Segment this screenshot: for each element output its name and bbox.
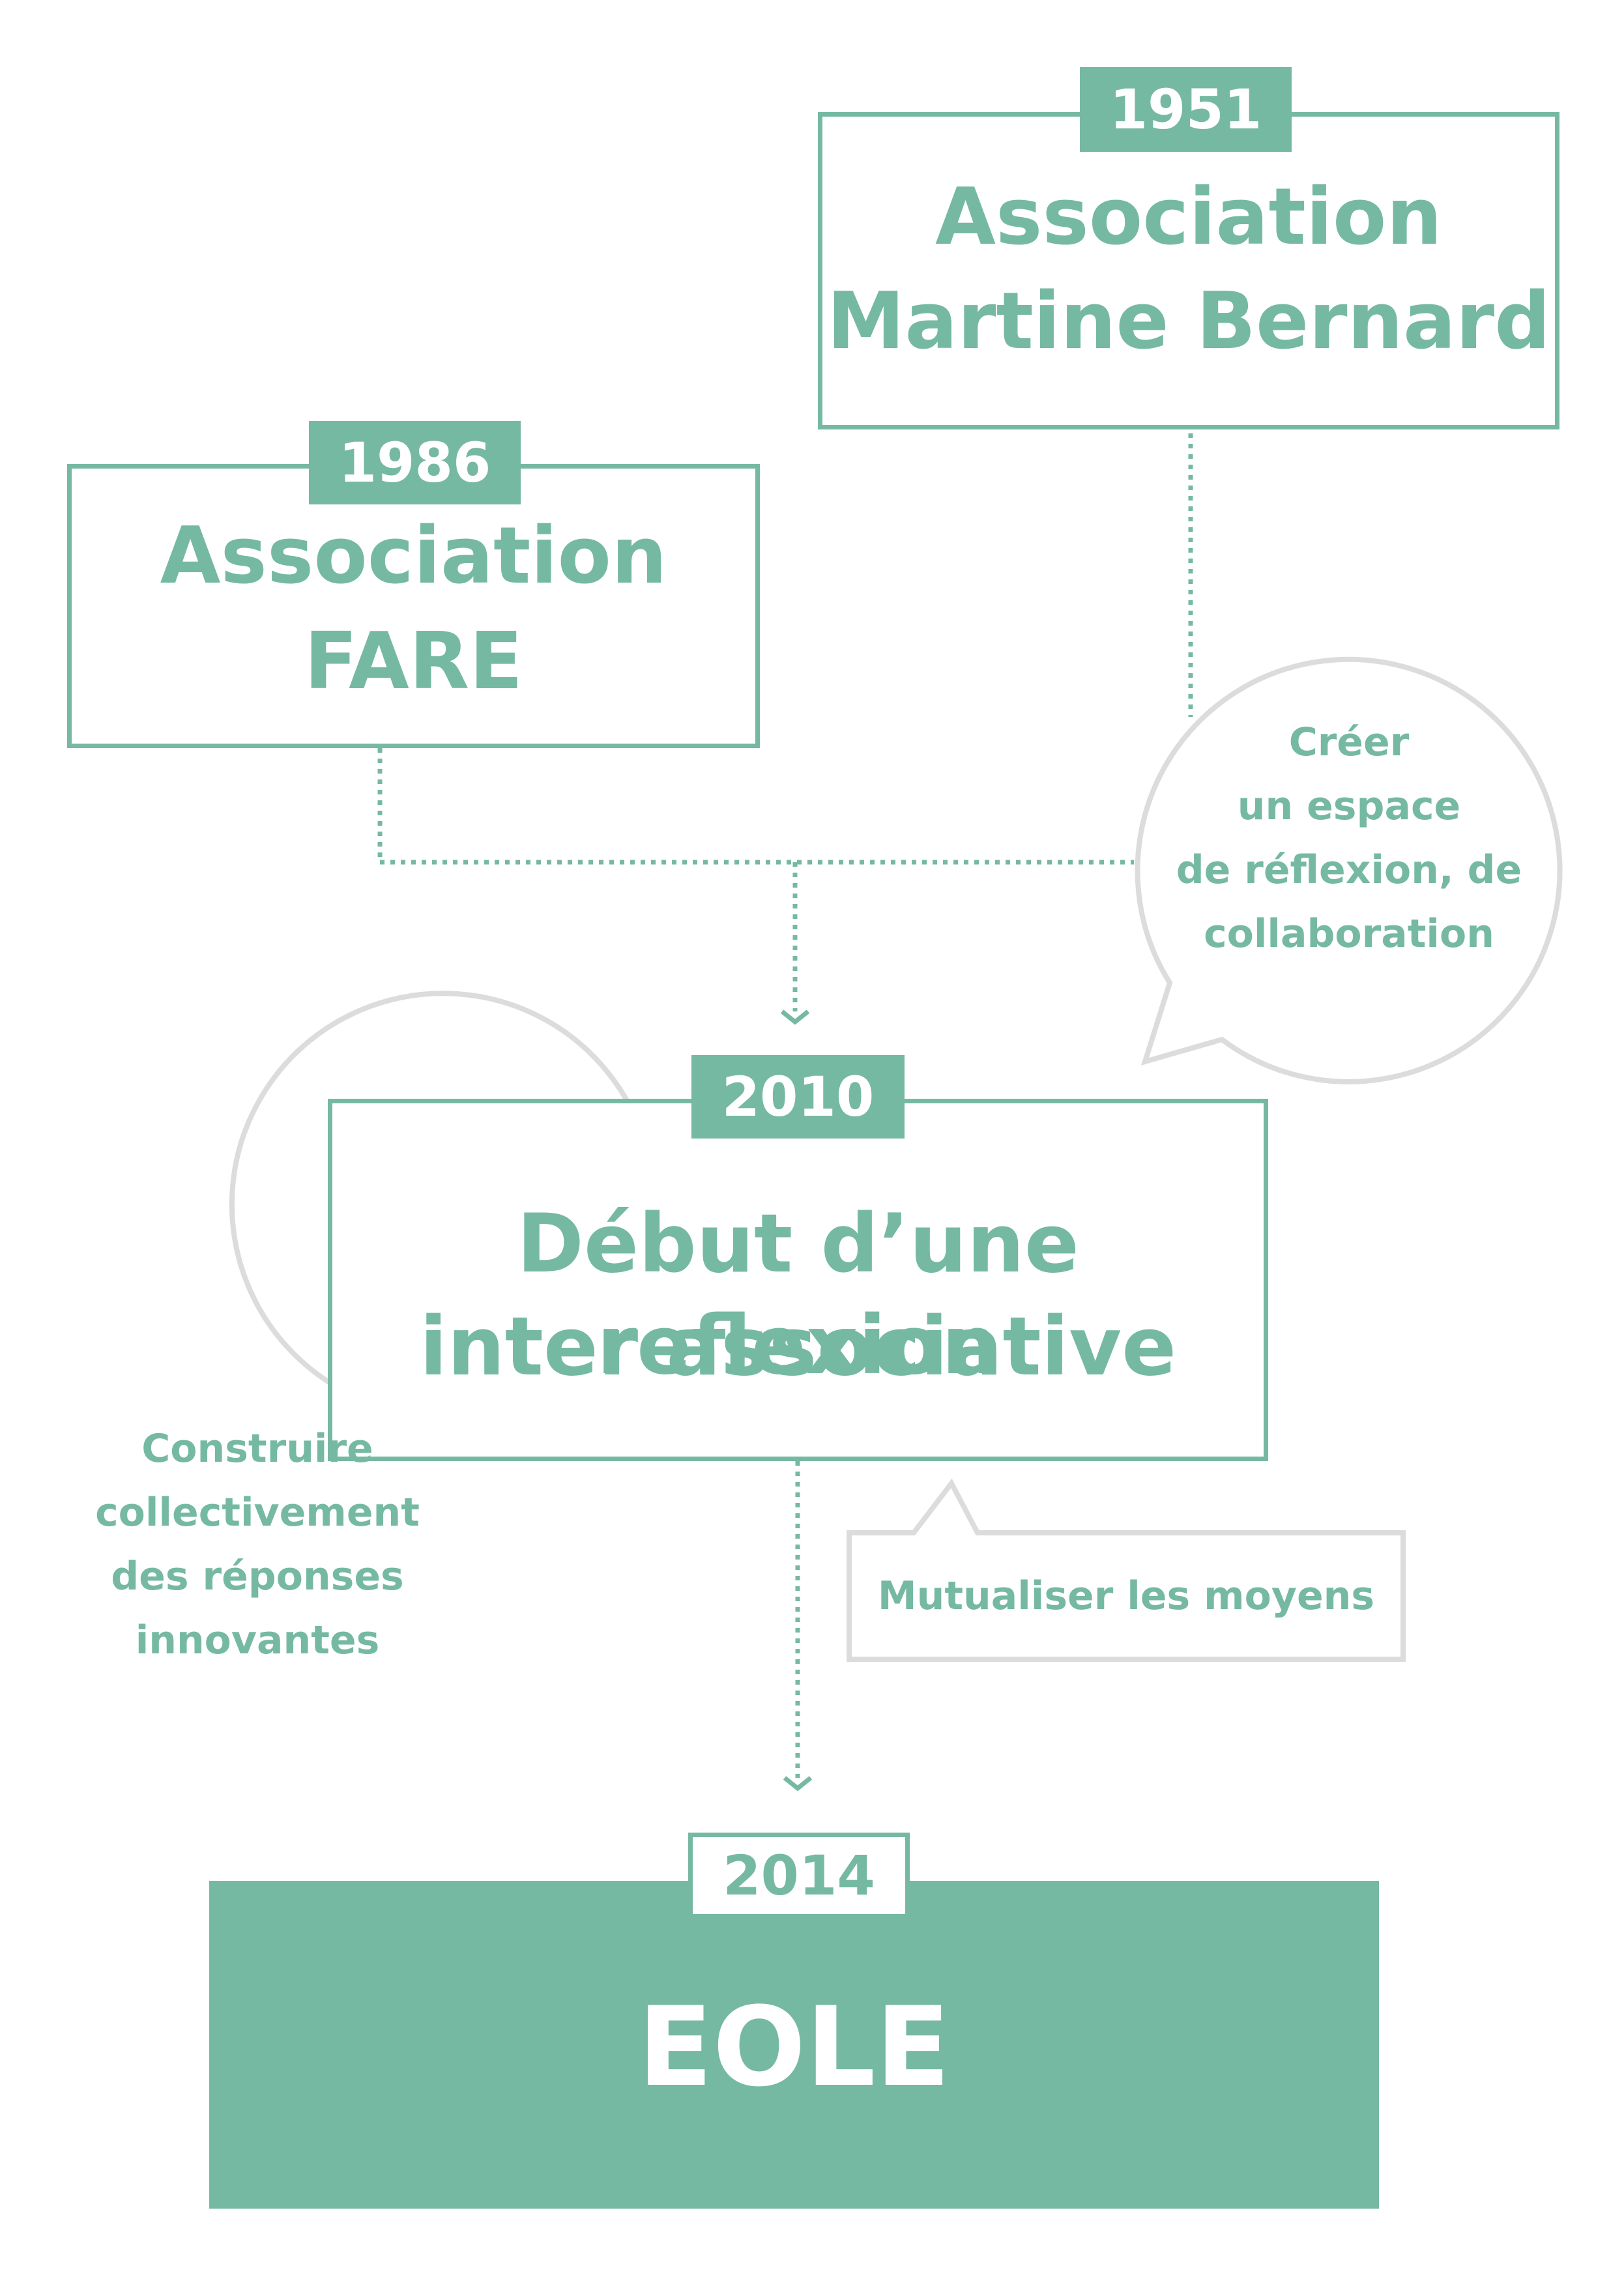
arrowhead-to-2010 <box>780 1009 810 1025</box>
node-reflexion: Début d’une reflexion inter associative <box>328 1099 1268 1461</box>
node-eole-title: EOLE <box>637 1983 951 2111</box>
year-badge-1986: 1986 <box>309 421 521 504</box>
bubble-creer-line4: collaboration <box>1204 911 1494 957</box>
node-martine-title-line1: Association <box>935 172 1442 263</box>
year-badge-2010: 2010 <box>691 1055 905 1139</box>
bubble-creer-line3: de réflexion, de <box>1176 847 1522 893</box>
node-eole: EOLE <box>209 1881 1379 2209</box>
bubble-construire-line4: innovantes <box>135 1618 380 1663</box>
bubble-creer: Créer un espace de réflexion, de collabo… <box>1134 710 1564 966</box>
node-fare-title-line1: Association <box>160 511 667 602</box>
bubble-mutualiser: Mutualiser les moyens <box>877 1573 1375 1619</box>
arrowhead-to-2014 <box>783 1776 813 1792</box>
node-reflexion-title-line2: inter associative <box>419 1300 1177 1394</box>
bubble-construire-line2: collectivement <box>95 1490 420 1535</box>
node-reflexion-title-line1: Début d’une reflexion <box>516 1197 1080 1393</box>
year-badge-2014: 2014 <box>688 1833 910 1919</box>
node-fare: Association FARE <box>67 464 760 748</box>
bubble-creer-shape <box>1135 656 1563 1084</box>
bubble-creer-line2: un espace <box>1237 783 1461 829</box>
bubble-creer-line1: Créer <box>1288 719 1410 765</box>
node-fare-title-line2: FARE <box>304 617 523 707</box>
node-martine-bernard: Association Martine Bernard <box>818 112 1559 429</box>
bubble-construire-line3: des réponses <box>111 1554 404 1599</box>
bubble-construire-line1: Construire <box>141 1426 373 1472</box>
node-martine-title-line2: Martine Bernard <box>826 276 1551 367</box>
bubble-mutualiser-shape <box>847 1478 1406 1662</box>
year-badge-1951: 1951 <box>1080 67 1292 152</box>
bubble-construire: Construire collectivement des réponses i… <box>46 1417 469 1672</box>
